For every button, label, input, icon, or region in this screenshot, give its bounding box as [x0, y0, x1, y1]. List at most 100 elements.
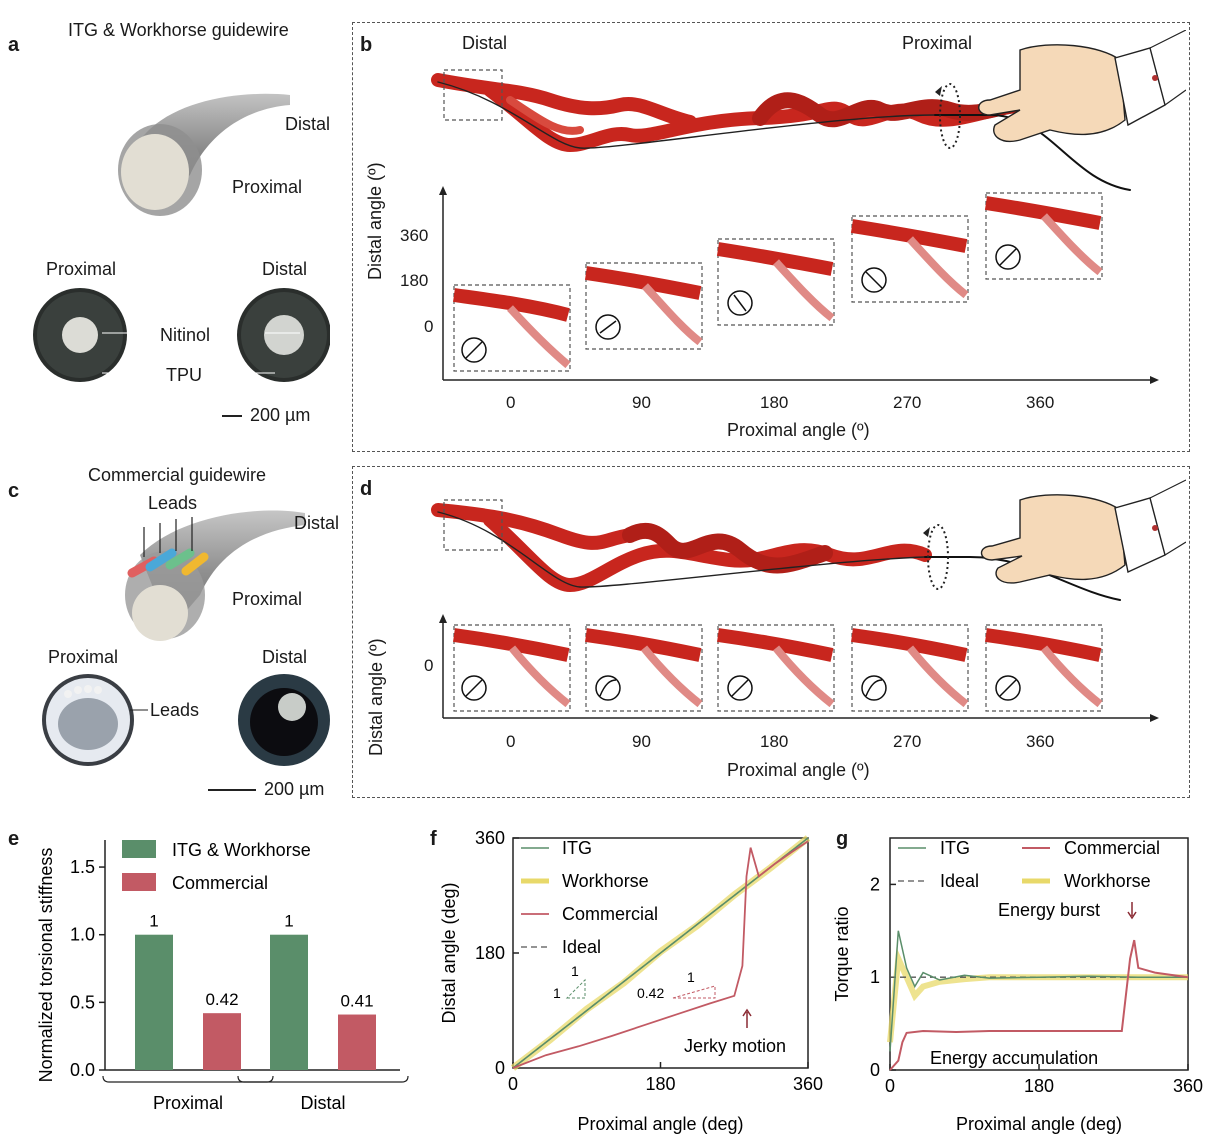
panel-b-proximal-label: Proximal	[902, 33, 973, 53]
annotation-label: Energy burst	[998, 900, 1100, 920]
panel-d-ytick: 0	[424, 656, 434, 675]
category-label: Distal	[300, 1093, 345, 1113]
panel-d-insets	[453, 624, 1103, 712]
legend-label: ITG	[562, 838, 592, 858]
panel-b-xlabel: Proximal angle (º)	[727, 420, 870, 440]
y-tick-label: 0	[870, 1060, 880, 1080]
inset-b-180	[716, 238, 835, 326]
panel-b-frame	[352, 22, 1190, 452]
bar-data-label: 0.41	[340, 992, 373, 1011]
panel-b-ylabel: Distal angle (º)	[365, 162, 385, 280]
legend-swatch	[122, 840, 156, 858]
legend-label: ITG	[940, 838, 970, 858]
bar	[203, 1013, 241, 1070]
panel-d-xtick: 360	[1026, 732, 1055, 751]
annotation-label: Energy accumulation	[930, 1048, 1098, 1068]
panel-letter-a: a	[8, 34, 20, 56]
x-tick-label: 360	[793, 1074, 823, 1094]
inset-b-0	[453, 284, 571, 372]
bar-data-label: 1	[149, 912, 158, 931]
panel-letter-g: g	[836, 828, 849, 850]
inset-b-270	[850, 215, 969, 303]
slope-triangle-commercial	[672, 985, 716, 999]
y-tick-label: 1.5	[70, 857, 95, 877]
panel-b-xtick: 0	[506, 393, 516, 412]
y-axis-label: Normalized torsional stiffness	[36, 848, 56, 1083]
slope-label: 1	[687, 969, 695, 985]
panel-a-distal-label: Distal	[285, 114, 331, 134]
y-tick-label: 1	[870, 967, 880, 987]
x-tick-label: 180	[645, 1074, 675, 1094]
panel-d-ylabel: Distal angle (º)	[366, 638, 386, 756]
inset-b-360	[984, 192, 1103, 280]
panel-b-xtick: 180	[760, 393, 789, 412]
bar	[135, 934, 173, 1070]
series-line-commercial	[512, 840, 809, 1069]
series-line-itg	[889, 930, 1188, 1052]
panel-d-vessel-phantom	[431, 499, 1121, 601]
leads-label: Leads	[148, 493, 198, 513]
panel-d-xlabel: Proximal angle (º)	[727, 760, 870, 780]
itg-guidewire-illustration	[118, 93, 290, 216]
y-tick-label: 0.5	[70, 992, 95, 1012]
panel-d-frame	[352, 466, 1190, 798]
category-bracket	[102, 1075, 274, 1083]
bar-data-label: 1	[284, 912, 293, 931]
series-line-commercial	[889, 939, 1189, 1071]
panel-d-xtick: 90	[632, 732, 651, 751]
commercial-guidewire-illustration	[125, 510, 305, 641]
panel-letter-d: d	[360, 478, 373, 500]
x-tick-label: 180	[1024, 1076, 1054, 1096]
panel-b-distal-label: Distal	[462, 33, 508, 53]
cross-section-distal-label: Distal	[262, 259, 308, 279]
slope-label: 0.42	[637, 985, 664, 1001]
slope-triangle-itg	[565, 978, 586, 999]
legend-label: Commercial	[562, 904, 658, 924]
annotation-label: Jerky motion	[684, 1036, 786, 1056]
commercial-cross-sections	[42, 674, 330, 766]
panel-c-title: Commercial guidewire	[88, 465, 267, 485]
panel-b-insets	[453, 192, 1103, 372]
scale-bar-c-label: 200 µm	[264, 779, 325, 799]
y-tick-label: 0.0	[70, 1060, 95, 1080]
panel-b-xtick: 270	[893, 393, 922, 412]
inset-b-90	[584, 262, 703, 350]
panel-c-proximal-label: Proximal	[232, 589, 303, 609]
panel-letter-c: c	[8, 480, 20, 502]
commercial-cross-proximal-label: Proximal	[48, 647, 119, 667]
nitinol-label: Nitinol	[160, 325, 211, 345]
scale-bar-a-label: 200 µm	[250, 405, 311, 425]
panel-b-xtick: 360	[1026, 393, 1055, 412]
x-tick-label: 0	[508, 1074, 518, 1094]
y-tick-label: 1.0	[70, 925, 95, 945]
category-bracket	[237, 1075, 409, 1083]
y-tick-label: 2	[870, 874, 880, 894]
panel-letter-f: f	[430, 828, 437, 850]
y-axis-label: Torque ratio	[832, 906, 852, 1001]
hand-illustration-d	[980, 479, 1186, 584]
panel-d-axes	[439, 614, 1159, 722]
legend-label: Workhorse	[562, 871, 649, 891]
panel-b-ytick: 360	[400, 226, 429, 245]
panel-b-axes	[439, 186, 1159, 384]
legend-label: Commercial	[1064, 838, 1160, 858]
x-axis-label: Proximal angle (deg)	[577, 1114, 743, 1134]
legend-label: Workhorse	[1064, 871, 1151, 891]
legend-label: ITG & Workhorse	[172, 840, 311, 860]
panel-d-xtick: 0	[506, 732, 516, 751]
slope-label: 1	[571, 963, 579, 979]
bar	[338, 1014, 376, 1070]
y-axis-label: Distal angle (deg)	[439, 882, 459, 1023]
y-tick-label: 180	[475, 943, 505, 963]
y-tick-label: 0	[495, 1058, 505, 1078]
legend-label: Ideal	[940, 871, 979, 891]
scale-bar-c	[208, 789, 256, 791]
commercial-cross-distal-label: Distal	[262, 647, 308, 667]
x-tick-label: 0	[885, 1076, 895, 1096]
itg-cross-sections	[33, 288, 330, 382]
panel-letter-b: b	[360, 34, 373, 56]
panel-letter-e: e	[8, 828, 20, 850]
bar-chart-stiffness: 0.0 0.5 1.0 1.5 Normalized torsional stiffne…	[36, 840, 409, 1113]
